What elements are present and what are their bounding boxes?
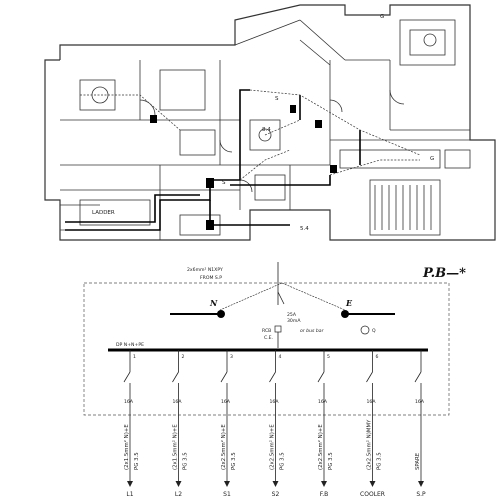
circuit-number: 6 [376, 354, 379, 360]
circuit-number: 3 [230, 354, 233, 360]
breaker-symbol [269, 371, 276, 383]
feeder-label: 2x6mm² N1XPY [187, 267, 223, 273]
plan-label-2: 5.4 [300, 226, 309, 232]
cable-spec: (2x1.5mm² N)+E [123, 424, 130, 470]
cable-spec: (2x1.5mm² N)+E [172, 424, 179, 470]
arrow-down-icon [175, 481, 182, 487]
panel-title: P.B—* [422, 266, 466, 281]
circuit-number: 5 [327, 354, 330, 360]
circuit-4: 4 16A (2x2.5mm² N)+E PG 3.5S2 [269, 350, 286, 498]
floor-plan [44, 4, 496, 241]
conduit-spec: PG 3.5 [231, 452, 237, 470]
main-switch [277, 291, 285, 305]
breaker-symbol [172, 371, 179, 383]
q-label: Q [372, 328, 376, 334]
arrow-down-icon [369, 481, 376, 487]
breaker-symbol [414, 371, 422, 383]
circuit-number: 1 [133, 354, 136, 360]
breaker-symbol [123, 371, 131, 383]
circuit-2: 2 16A (2x1.5mm² N)+E PG 3.5L2 [172, 350, 189, 498]
circuit-3: 3 16A (2x2.5mm² N)+E PG 3.5S1 [220, 350, 237, 498]
arrow-down-icon [224, 481, 230, 487]
breaker-rating: 16A [173, 399, 183, 405]
q-symbol [360, 325, 370, 335]
conduit-spec: PG 3.5 [328, 452, 334, 470]
conduit-spec: PG 3.5 [377, 452, 383, 470]
circuit-group: 1 16A (2x1.5mm² N)+E PG 3.5L1 2 16A (2x1.5mm² … [123, 350, 426, 498]
e-label: E [345, 298, 353, 308]
circuit-label: L2 [175, 491, 182, 498]
cable-spec: (2x2.5mm² N)MMY [366, 419, 373, 470]
panel-schedule: P.B—* 2x6mm² N1XPY FROM S.P 25A 30mA N E… [83, 262, 466, 498]
plan-boards [150, 105, 337, 230]
arrow-down-icon [418, 481, 424, 487]
main-switch-sub: 30mA [287, 318, 301, 324]
plan-label-1: 8.4 [262, 127, 271, 133]
circuit-label: S.P [416, 491, 426, 498]
plan-label-6: G [380, 14, 384, 20]
feeder-from: FROM S.P [200, 275, 222, 281]
circuit-5: 5 16A (2x2.5mm² N)+E PG 3.5F.B [317, 350, 334, 498]
circuit-label: COOLER [360, 491, 385, 498]
cable-spec: (2x2.5mm² N)+E [317, 424, 324, 470]
circuit-label: S2 [272, 491, 280, 498]
breaker-symbol [220, 371, 228, 383]
circuit-label: S1 [223, 491, 231, 498]
breaker-rating: 16A [415, 399, 425, 405]
wiring-runs [65, 89, 361, 231]
rcd-sub: C.E. [264, 335, 273, 341]
plan-label-5: G [430, 156, 434, 162]
rcd-label: RCB [262, 328, 271, 334]
plan-label-4: S [222, 180, 226, 186]
rcd-box [274, 325, 282, 333]
conduit-spec: PG 3.5 [134, 452, 140, 470]
arrow-down-icon [127, 481, 133, 487]
dashed-circuits [80, 89, 421, 181]
plan-labels: LADDER 8.4 5.4 S S G G [92, 14, 434, 232]
conduit-spec: PG 3.5 [280, 452, 286, 470]
neutral-terminal [217, 310, 225, 318]
busbar-label: DP N+N+PE [116, 342, 144, 348]
cable-spec: (2x2.5mm² N)+E [220, 424, 227, 470]
breaker-symbol [366, 371, 373, 383]
arrow-down-icon [272, 481, 279, 487]
plan-label-ladder: LADDER [92, 210, 115, 216]
breaker-rating: 16A [318, 399, 328, 405]
plan-label-3: S [275, 96, 279, 102]
cable-spec: SPARE [415, 452, 421, 470]
indicator-text: or bus bar [300, 328, 325, 334]
breaker-symbol [317, 371, 325, 383]
circuit-label: L1 [126, 491, 133, 498]
breaker-rating: 16A [367, 399, 377, 405]
circuit-number: 2 [182, 354, 185, 360]
main-switch-rating: 25A [287, 312, 297, 318]
breaker-rating: 16A [221, 399, 231, 405]
circuit-number: 4 [279, 354, 282, 360]
n-label: N [209, 298, 218, 308]
breaker-rating: 16A [124, 399, 134, 405]
conduit-spec: PG 3.5 [183, 452, 189, 470]
circuit-7: 16A SPARE S.P [414, 350, 426, 498]
earth-terminal [341, 310, 349, 318]
circuit-1: 1 16A (2x1.5mm² N)+E PG 3.5L1 [123, 350, 140, 498]
circuit-label: F.B [320, 491, 329, 498]
panel-enclosure [83, 282, 450, 416]
cable-spec: (2x2.5mm² N)+E [269, 424, 276, 470]
arrow-down-icon [321, 481, 327, 487]
breaker-rating: 16A [270, 399, 280, 405]
